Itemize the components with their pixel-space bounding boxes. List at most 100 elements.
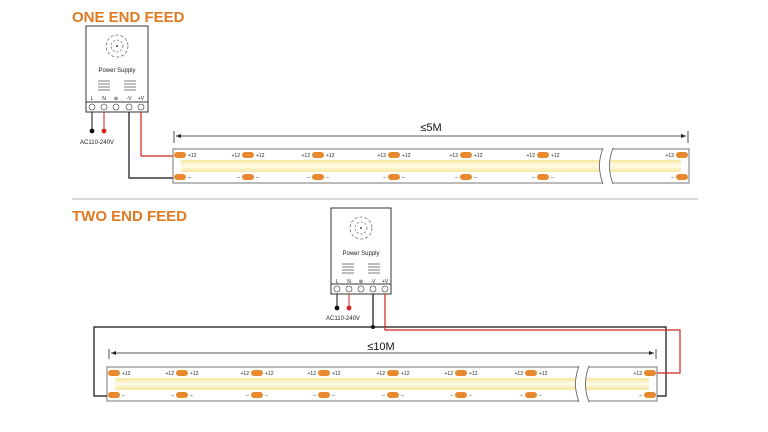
- psu-body: [330, 207, 392, 295]
- pad-label-positive: +12: [332, 371, 341, 377]
- ac-input-wires-two: [334, 294, 352, 311]
- solder-pad: [312, 174, 324, 180]
- pad-label-negative: –: [190, 393, 193, 399]
- pad-label-positive: +12: [402, 153, 411, 159]
- pad-label-negative: –: [520, 393, 523, 399]
- pad-label-positive: +12: [527, 153, 536, 159]
- solder-pad: [251, 370, 263, 376]
- solder-pad: [537, 174, 549, 180]
- solder-pad: [312, 152, 324, 158]
- strip-pads-two: +12 – +12 +12 – – +12 +12 – – +12 +12 – – +12 +12 – – +12 +…: [108, 370, 656, 399]
- solder-pad: [644, 370, 656, 376]
- psu-body: [85, 25, 149, 113]
- dc-wires-one: [128, 112, 174, 179]
- solder-pad: [318, 370, 330, 376]
- pad-label-negative: –: [237, 175, 240, 181]
- terminal-label-pos: +V: [138, 96, 145, 102]
- pad-label-positive: +12: [256, 153, 265, 159]
- fan-icon: [105, 34, 129, 58]
- solder-pad: [455, 370, 467, 376]
- solder-pad: [388, 174, 400, 180]
- solder-pad: [460, 152, 472, 158]
- fan-icon: [349, 216, 373, 240]
- two-end-feed-title: TWO END FEED: [72, 208, 187, 225]
- solder-pad: [676, 174, 688, 180]
- terminal-screw-icons: [88, 103, 145, 111]
- pad-label-negative: –: [401, 393, 404, 399]
- terminal-label-n: N: [347, 279, 351, 285]
- pad-label-negative: –: [326, 175, 329, 181]
- solder-pad: [174, 174, 186, 180]
- terminal-label-neg: -V: [127, 96, 133, 102]
- pad-label-negative: –: [450, 393, 453, 399]
- pad-label-negative: –: [474, 175, 477, 181]
- pad-label-negative: –: [539, 393, 542, 399]
- terminal-label-n: N: [102, 96, 106, 102]
- solder-pad: [525, 370, 537, 376]
- solder-pad: [537, 152, 549, 158]
- pad-label-positive: +12: [551, 153, 560, 159]
- pad-label-positive: +12: [308, 371, 317, 377]
- pad-label-positive: +12: [666, 153, 675, 159]
- pad-label-positive: +12: [378, 153, 387, 159]
- pad-label-negative: –: [122, 393, 125, 399]
- pad-label-negative: –: [532, 175, 535, 181]
- terminal-label-pos: +V: [382, 279, 389, 285]
- pad-label-negative: –: [551, 175, 554, 181]
- terminal-screw-icons: [333, 285, 389, 293]
- pad-label-negative: –: [265, 393, 268, 399]
- pad-label-positive: +12: [326, 153, 335, 159]
- solder-pad: [455, 392, 467, 398]
- solder-pad: [108, 370, 120, 376]
- pad-label-positive: +12: [265, 371, 274, 377]
- pad-label-negative: –: [171, 393, 174, 399]
- pad-label-negative: –: [332, 393, 335, 399]
- pad-label-negative: –: [402, 175, 405, 181]
- solder-pad: [644, 392, 656, 398]
- solder-pad: [387, 370, 399, 376]
- pad-label-positive: +12: [232, 153, 241, 159]
- pad-label-positive: +12: [302, 153, 311, 159]
- two-end-feed-section: TWO END FEED Power Supply L N ⊕ -V +V: [72, 207, 681, 403]
- pad-label-negative: –: [313, 393, 316, 399]
- pad-label-positive: +12: [445, 371, 454, 377]
- one-end-feed-section: ONE END FEED Power Supply L N ⊕ -V +V: [72, 9, 690, 185]
- length-label-two: ≤10M: [367, 341, 394, 353]
- pad-label-negative: –: [382, 393, 385, 399]
- led-strip-one: [172, 147, 690, 185]
- pad-label-positive: +12: [634, 371, 643, 377]
- pad-label-negative: –: [307, 175, 310, 181]
- length-dimension-one: [173, 131, 689, 143]
- dc-wires-two: [93, 294, 681, 397]
- pad-label-positive: +12: [515, 371, 524, 377]
- pad-label-negative: –: [671, 175, 674, 181]
- length-dimension-two: [108, 349, 657, 359]
- solder-pad: [318, 392, 330, 398]
- strip-pads-one: +12 – +12 +12 – – +12 +12 – – +12 +12 – – +12 +12 – – +12 +…: [174, 152, 688, 181]
- psu-label: Power Supply: [342, 251, 379, 257]
- solder-pad: [525, 392, 537, 398]
- terminal-label-neg: -V: [371, 279, 377, 285]
- terminal-label-l: L: [336, 279, 339, 285]
- pad-label-positive: +12: [190, 371, 199, 377]
- pad-label-negative: –: [256, 175, 259, 181]
- pad-label-positive: +12: [377, 371, 386, 377]
- pad-label-positive: +12: [450, 153, 459, 159]
- solder-pad: [676, 152, 688, 158]
- terminal-label-ground: ⊕: [114, 96, 118, 102]
- solder-pad: [176, 370, 188, 376]
- power-supply-two: Power Supply L N ⊕ -V +V: [330, 207, 392, 295]
- pad-label-positive: +12: [401, 371, 410, 377]
- pad-label-positive: +12: [122, 371, 131, 377]
- solder-pad: [387, 392, 399, 398]
- pad-label-positive: +12: [474, 153, 483, 159]
- led-strip-two: [106, 365, 658, 403]
- solder-pad: [174, 152, 186, 158]
- pad-label-positive: +12: [166, 371, 175, 377]
- vent-icon: [98, 80, 136, 91]
- terminal-label-ground: ⊕: [359, 279, 363, 285]
- solder-pad: [251, 392, 263, 398]
- pad-label-negative: –: [469, 393, 472, 399]
- solder-pad: [176, 392, 188, 398]
- pad-label-negative: –: [383, 175, 386, 181]
